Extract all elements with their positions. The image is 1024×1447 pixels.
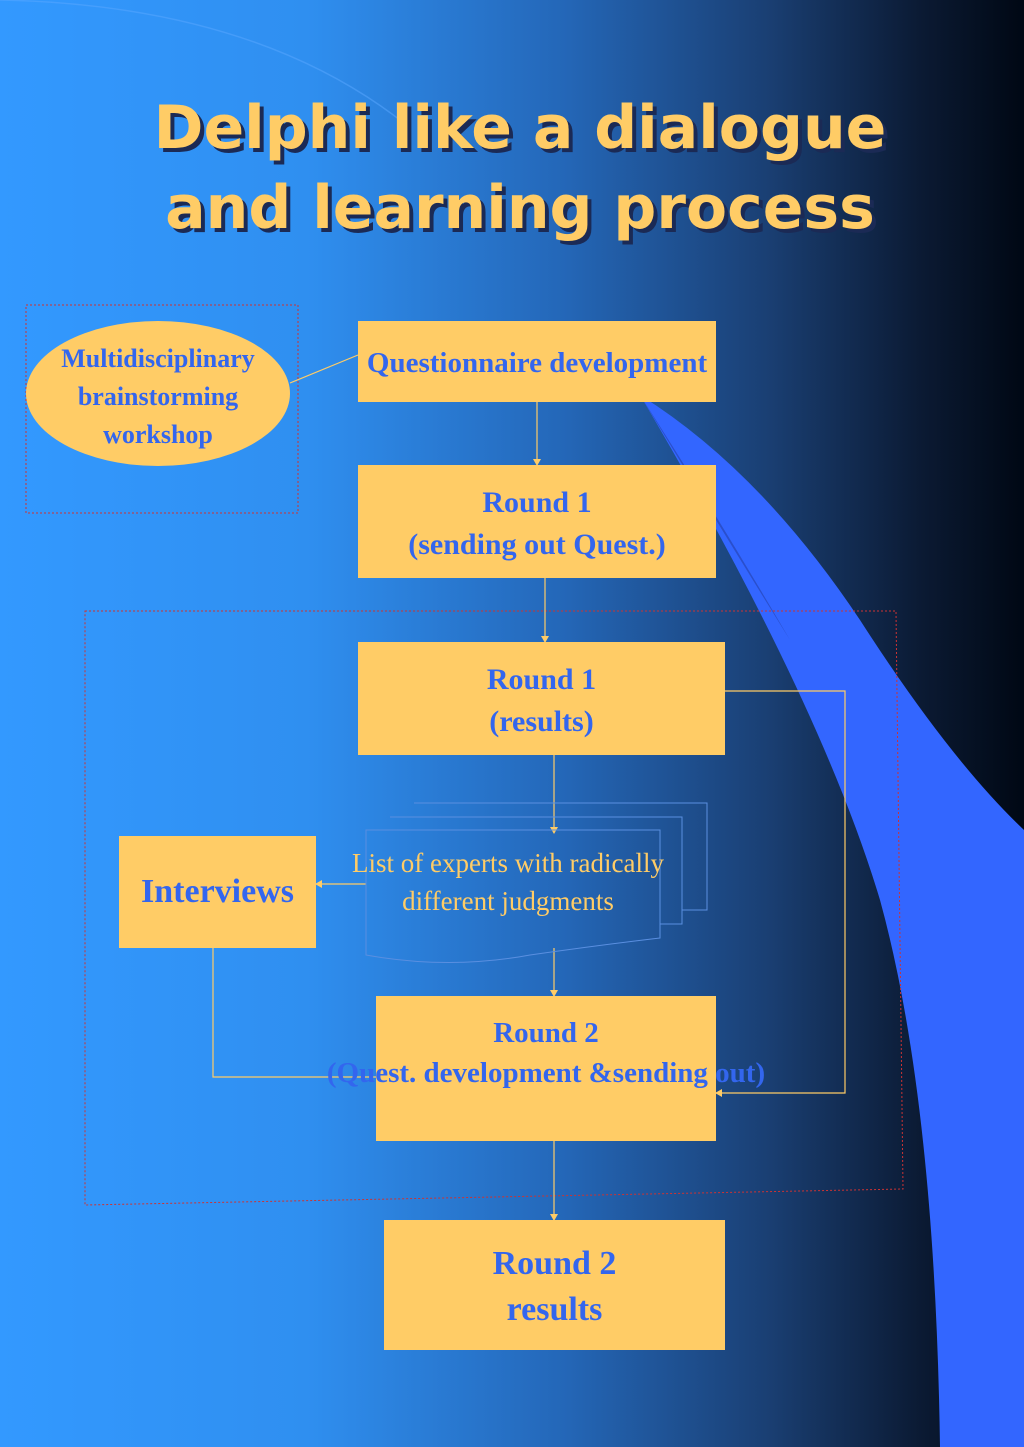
experts-list-line-2: different judgments xyxy=(402,886,614,916)
questionnaire-label: Questionnaire development xyxy=(366,347,708,379)
round2-results-line-1: Round 2 xyxy=(492,1245,617,1282)
arrowhead xyxy=(541,636,549,643)
round2-dev-node xyxy=(376,996,716,1141)
questionnaire-node xyxy=(358,321,716,402)
round1-sending-line-2: (sending out Quest.) xyxy=(408,528,666,561)
document-stack-back xyxy=(414,802,708,911)
interviews-node xyxy=(119,836,316,948)
round2-results-label: Round 2 results xyxy=(384,1241,725,1333)
arrowhead xyxy=(533,459,541,466)
workshop-label-line-3: workshop xyxy=(103,420,213,449)
experts-list-label: List of experts with radically different… xyxy=(320,844,696,920)
decor-ribbon xyxy=(640,395,1024,1447)
iteration-group-outline xyxy=(84,610,904,1206)
document-stack-middle xyxy=(390,816,683,925)
workshop-label-line-2: brainstorming xyxy=(77,382,239,411)
round1-results-line-1: Round 1 xyxy=(486,663,597,696)
round2-results-node xyxy=(384,1220,725,1350)
round1-sending-line-1: Round 1 xyxy=(482,486,592,519)
round2-dev-label: Round 2 (Quest. development &sending out… xyxy=(300,1013,792,1093)
connector-results-loop xyxy=(716,690,846,1094)
workshop-label: Multidisciplinary brainstorming workshop xyxy=(26,340,290,454)
workshop-group-outline xyxy=(25,304,299,514)
round1-results-label: Round 1 (results) xyxy=(358,659,725,743)
slide-title: Delphi like a dialogue and learning proc… xyxy=(60,88,980,248)
interviews-label: Interviews xyxy=(141,873,294,910)
round1-results-line-2: (results) xyxy=(489,705,594,738)
round1-sending-node xyxy=(358,465,716,578)
workshop-label-line-1: Multidisciplinary xyxy=(61,344,255,373)
experts-list-line-1: List of experts with radically xyxy=(352,848,664,878)
document-stack-front xyxy=(365,829,661,963)
arrowhead xyxy=(315,880,322,888)
round1-results-node xyxy=(358,642,725,755)
arrowhead xyxy=(550,990,558,997)
workshop-node xyxy=(26,321,290,466)
round2-results-line-2: results xyxy=(506,1291,603,1328)
title-line-2: and learning process xyxy=(165,173,875,243)
title-line-1: Delphi like a dialogue xyxy=(153,93,887,163)
round2-dev-line-2: (Quest. development &sending out) xyxy=(326,1057,766,1089)
round2-dev-line-1: Round 2 xyxy=(493,1017,599,1049)
connector-workshop-questionnaire xyxy=(289,354,359,384)
arrowhead xyxy=(715,1089,722,1097)
round1-sending-label: Round 1 (sending out Quest.) xyxy=(358,482,716,566)
decor-arc xyxy=(0,0,401,121)
connector-interviews-round2 xyxy=(212,948,376,1078)
arrowhead xyxy=(550,1214,558,1221)
